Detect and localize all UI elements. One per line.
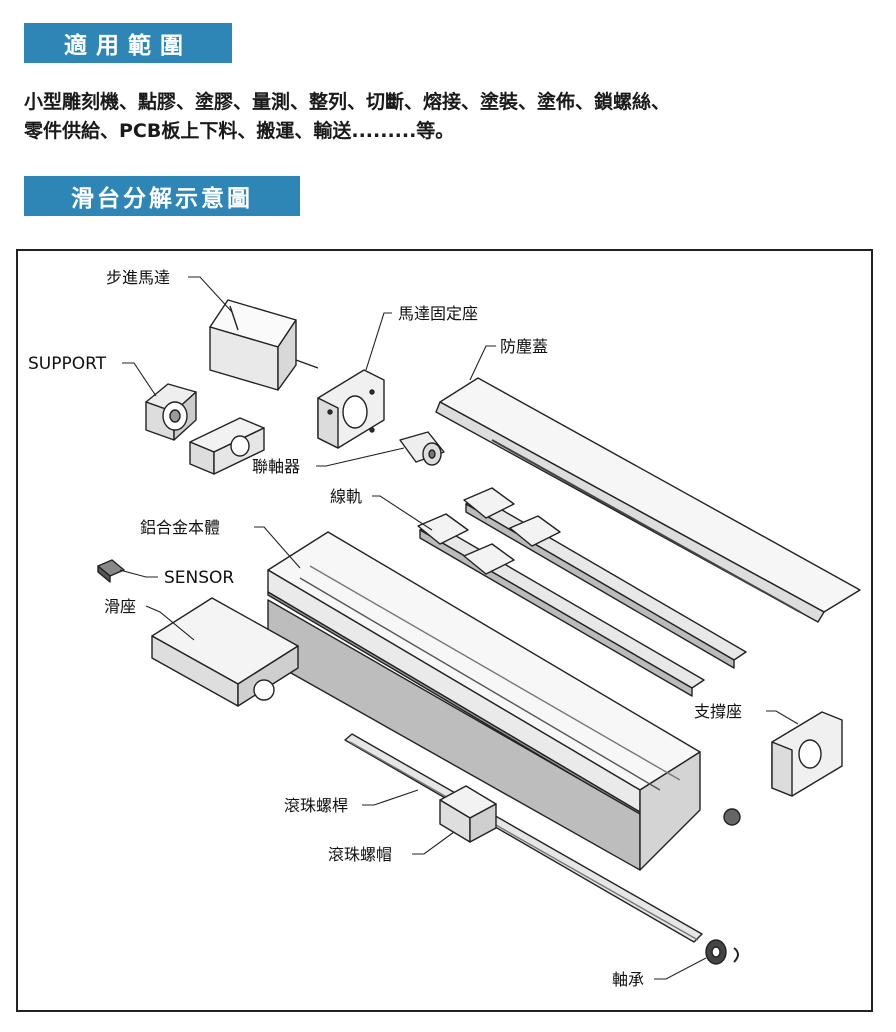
ball-screw-part [344,733,703,943]
label-motor-mount: 馬達固定座 [398,304,478,323]
label-aluminum-body: 鋁合金本體 [140,518,220,537]
dust-cover-part [435,377,861,623]
stepper-motor-part [209,299,319,391]
bearing-part [705,939,739,965]
usage-description: 小型雕刻機、點膠、塗膠、量測、整列、切斷、熔接、塗裝、塗佈、鎖螺絲、 零件供給、… [24,88,874,146]
ball-nut-part [439,785,497,843]
label-linear-rail: 線軌 [330,487,362,506]
small-nut-part [723,808,741,826]
label-ball-nut: 滾珠螺帽 [328,845,392,864]
usage-line-2: 零件供給、PCB板上下料、搬運、輸送.........等。 [24,120,455,142]
support-seat-part [771,711,843,797]
label-sensor: SENSOR [164,568,234,588]
label-dust-cover: 防塵蓋 [500,337,548,356]
label-support-seat: 支撐座 [694,702,742,721]
label-coupling: 聯軸器 [252,457,300,476]
linear-rail-front-part [417,513,705,697]
sensor-part [97,559,125,583]
label-ball-screw: 滾珠螺桿 [284,796,348,815]
label-support: SUPPORT [28,354,107,374]
aluminum-body-part [267,531,701,871]
coupling-part [399,431,445,466]
motor-mount-part [317,369,385,449]
section-header-usage: 適用範圍 [24,23,232,63]
usage-line-1: 小型雕刻機、點膠、塗膠、量測、整列、切斷、熔接、塗裝、塗佈、鎖螺絲、 [24,91,671,113]
label-bearing: 軸承 [612,970,644,989]
label-slide-seat: 滑座 [104,597,136,616]
support-part [145,383,197,441]
section-header-diagram: 滑台分解示意圖 [24,176,300,216]
label-stepper-motor: 步進馬達 [106,268,170,287]
support-housing-part [189,417,265,475]
slide-seat-part [151,597,299,707]
linear-rail-back-part [463,487,747,669]
